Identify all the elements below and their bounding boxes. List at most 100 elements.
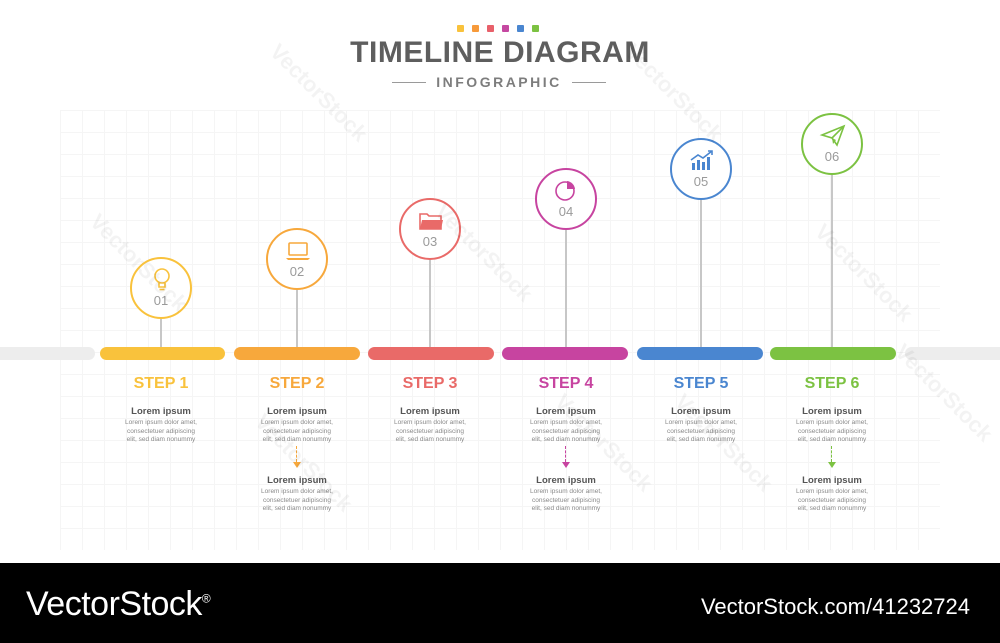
step-6-description-line: Lorem ipsum dolor amet, (796, 419, 868, 426)
step-number: 03 (422, 234, 438, 249)
step-4-description-line: Lorem ipsum dolor amet, (530, 419, 602, 426)
step-2-extra-line: Lorem ipsum dolor amet, (261, 488, 333, 495)
step-2-extra-line: elit, sed diam nonummy (262, 505, 332, 512)
registered-mark: ® (201, 591, 211, 606)
step-3-description-line: consectetuer adipiscing (396, 427, 464, 435)
subtitle-divider-left (392, 81, 427, 83)
step-5-marker: 05 (670, 138, 732, 200)
step-6-extra-line: Lorem ipsum dolor amet, (796, 488, 868, 495)
background-grid (60, 110, 940, 550)
timeline-bar-step-4 (502, 347, 628, 360)
step-4-extra-title: Lorem ipsum (536, 475, 596, 486)
step-1-description-line: elit, sed diam nonummy (126, 436, 196, 443)
step-4-extra-line: Lorem ipsum dolor amet, (530, 488, 602, 495)
arrow-down-icon (293, 462, 301, 468)
step-6-extra-line: consectetuer adipiscing (798, 496, 866, 504)
step-number: 05 (693, 174, 709, 189)
step-1-description-title: Lorem ipsum (131, 406, 191, 417)
step-2-description-title: Lorem ipsum (267, 406, 327, 417)
track-start (0, 347, 95, 360)
step-5-description-text: Lorem ipsum dolor amet,consectetuer adip… (636, 419, 766, 445)
step-2-marker: 02 (266, 228, 328, 290)
step-3-description-line: Lorem ipsum dolor amet, (394, 419, 466, 426)
step-1-description-text: Lorem ipsum dolor amet,consectetuer adip… (96, 419, 226, 445)
step-2-description-line: Lorem ipsum dolor amet, (261, 419, 333, 426)
step-3-description-text: Lorem ipsum dolor amet,consectetuer adip… (365, 419, 495, 445)
connector-line (831, 175, 833, 347)
step-6-extra-title: Lorem ipsum (802, 475, 862, 486)
step-2-extra-text: Lorem ipsum dolor amet,consectetuer adip… (232, 488, 362, 514)
step-6-marker: 06 (801, 113, 863, 175)
color-dot (487, 25, 494, 32)
color-dot (457, 25, 464, 32)
connector-line (700, 200, 702, 347)
dashed-connector (565, 446, 567, 462)
track-end (905, 347, 1000, 360)
connector-line (565, 230, 567, 347)
step-3-label: STEP 3 (402, 375, 458, 392)
diagram-title: TIMELINE DIAGRAM (350, 36, 650, 69)
dashed-connector (831, 446, 833, 462)
footer-bar: VectorStock® VectorStock.com/41232724 (0, 563, 1000, 643)
step-2-extra-line: consectetuer adipiscing (263, 496, 331, 504)
step-2-label: STEP 2 (269, 375, 325, 392)
step-5-description-line: Lorem ipsum dolor amet, (665, 419, 737, 426)
step-1-marker: 01 (130, 257, 192, 319)
step-number: 02 (289, 264, 305, 279)
step-5-description-line: elit, sed diam nonummy (666, 436, 736, 443)
step-4-extra-line: consectetuer adipiscing (532, 496, 600, 504)
step-6-extra-text: Lorem ipsum dolor amet,consectetuer adip… (767, 488, 897, 514)
connector-line (429, 260, 431, 347)
arrow-down-icon (828, 462, 836, 468)
step-1-label: STEP 1 (133, 375, 189, 392)
color-dot (532, 25, 539, 32)
diagram-subtitle-row: INFOGRAPHIC (392, 74, 606, 90)
step-2-description-line: elit, sed diam nonummy (262, 436, 332, 443)
footer-brand-text: VectorStock (26, 585, 202, 623)
step-6-description-line: consectetuer adipiscing (798, 427, 866, 435)
timeline-bar-step-1 (100, 347, 225, 360)
color-dot (517, 25, 524, 32)
step-5-label: STEP 5 (673, 375, 729, 392)
arrow-down-icon (562, 462, 570, 468)
footer-image-id: VectorStock.com/41232724 (700, 594, 970, 619)
timeline-bar-step-6 (770, 347, 896, 360)
step-6-description-title: Lorem ipsum (802, 406, 862, 417)
step-2-description-line: consectetuer adipiscing (263, 427, 331, 435)
step-number: 01 (153, 293, 169, 308)
step-6-description-line: elit, sed diam nonummy (797, 436, 867, 443)
footer-brand: VectorStock® (26, 585, 211, 624)
step-6-label: STEP 6 (804, 375, 860, 392)
step-5-description-line: consectetuer adipiscing (667, 427, 735, 435)
step-4-description-title: Lorem ipsum (536, 406, 596, 417)
step-4-description-line: consectetuer adipiscing (532, 427, 600, 435)
step-4-description-line: elit, sed diam nonummy (531, 436, 601, 443)
color-dots (457, 25, 539, 32)
step-4-label: STEP 4 (538, 375, 594, 392)
step-1-description-line: Lorem ipsum dolor amet, (125, 419, 197, 426)
step-5-description-title: Lorem ipsum (671, 406, 731, 417)
step-2-extra-title: Lorem ipsum (267, 475, 327, 486)
diagram-subtitle: INFOGRAPHIC (436, 74, 562, 90)
step-6-description-text: Lorem ipsum dolor amet,consectetuer adip… (767, 419, 897, 445)
step-3-marker: 03 (399, 198, 461, 260)
step-3-description-line: elit, sed diam nonummy (395, 436, 465, 443)
step-4-marker: 04 (535, 168, 597, 230)
step-number: 04 (558, 204, 574, 219)
step-4-extra-line: elit, sed diam nonummy (531, 505, 601, 512)
color-dot (472, 25, 479, 32)
step-4-description-text: Lorem ipsum dolor amet,consectetuer adip… (501, 419, 631, 445)
step-3-description-title: Lorem ipsum (400, 406, 460, 417)
step-number: 06 (824, 149, 840, 164)
subtitle-divider-right (571, 81, 606, 83)
step-2-description-text: Lorem ipsum dolor amet,consectetuer adip… (232, 419, 362, 445)
